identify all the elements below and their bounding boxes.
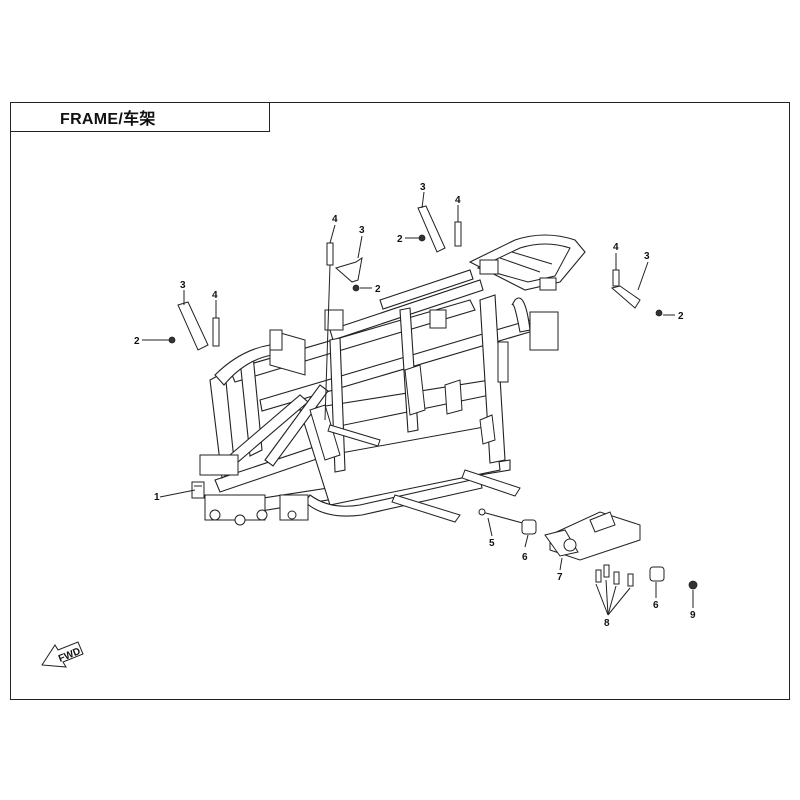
fwd-arrow-icon: FWD	[41, 641, 84, 668]
bracket-top	[417, 205, 446, 253]
drawing-border	[10, 102, 790, 700]
callout-6: 6	[653, 600, 659, 611]
diagram-title: FRAME/车架	[60, 111, 156, 128]
bolts-item-4	[212, 221, 620, 347]
callout-3: 3	[180, 280, 186, 291]
nuts-item-2	[168, 234, 663, 344]
bracket-left	[177, 301, 209, 351]
callout-3: 3	[420, 182, 426, 193]
callout-1: 1	[154, 492, 160, 503]
callout-2: 2	[375, 284, 381, 295]
callout-8: 8	[604, 618, 610, 629]
main-frame	[199, 269, 559, 526]
callout-2: 2	[678, 311, 684, 322]
rear-rack	[468, 234, 586, 291]
callout-5: 5	[489, 538, 495, 549]
callout-4: 4	[613, 242, 619, 253]
pivot-assembly	[478, 508, 698, 590]
bracket-mid	[334, 256, 363, 283]
callout-3: 3	[359, 225, 365, 236]
leader-lines	[142, 191, 694, 616]
bracket-right	[610, 285, 641, 309]
callout-3: 3	[644, 251, 650, 262]
callout-4: 4	[212, 290, 218, 301]
title-box	[10, 102, 270, 132]
callout-2: 2	[134, 336, 140, 347]
callout-9: 9	[690, 610, 696, 621]
callout-6: 6	[522, 552, 528, 563]
callout-2: 2	[397, 234, 403, 245]
callout-7: 7	[557, 572, 563, 583]
callout-labels: 1 2 3 4 4 3 2 2 3 4 4 3 2 5 6 7 8 6 9	[134, 182, 696, 629]
callout-4: 4	[332, 214, 338, 225]
callout-4: 4	[455, 195, 461, 206]
part-1-mount	[191, 481, 205, 499]
